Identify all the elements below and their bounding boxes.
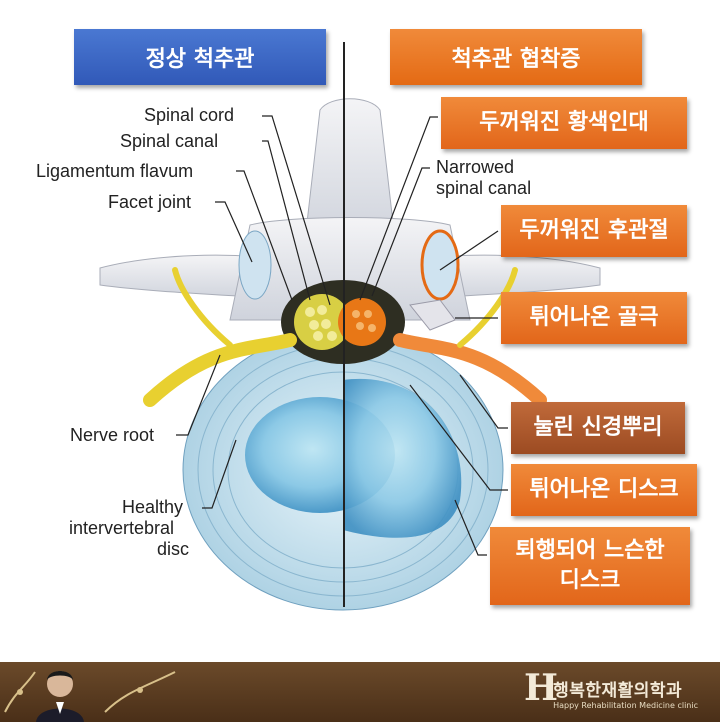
spinal-canal-label: Spinal canal: [120, 131, 219, 151]
spinous-process: [304, 98, 396, 241]
herniated-disc-label: 튀어나온 디스크: [511, 464, 697, 516]
clinic-subtitle: Happy Rehabilitation Medicine clinic: [553, 701, 698, 710]
narrowed-canal-label-1: Narrowed: [436, 157, 515, 177]
facet-joint-right: [420, 229, 460, 301]
stenosis-header: 척추관 협착증: [390, 29, 642, 85]
healthy-disc-label-2: intervertebral: [69, 518, 175, 538]
thick-facet-label: 두꺼워진 후관절: [501, 205, 687, 257]
healthy-disc-label-3: disc: [157, 539, 190, 559]
degenerated-disc-label-2: 디스크: [559, 568, 621, 593]
compressed-nerve-label: 눌린 신경뿌리: [511, 402, 685, 454]
facet-joint-left: [238, 230, 272, 300]
ligamentum-flavum-label: Ligamentum flavum: [36, 161, 194, 181]
clinic-logo: 행복한재활의학과 Happy Rehabilitation Medicine c…: [553, 676, 698, 710]
degenerated-disc-label-1: 퇴행되어 느슨한: [515, 538, 665, 563]
facet-joint-label: Facet joint: [108, 192, 192, 212]
nerve-root-left: [143, 333, 297, 407]
spinal-cord-right-compressed: [338, 298, 386, 346]
nerve-root-left-branch: [172, 267, 233, 348]
nerve-root-right-branch: [457, 267, 518, 348]
doctor-avatar: [36, 671, 84, 722]
clinic-name: 행복한재활의학과: [553, 681, 683, 701]
floral-ornament-right: [104, 671, 176, 713]
clinic-logo-mark: H: [524, 667, 559, 709]
degenerated-disc-label: 퇴행되어 느슨한 디스크: [490, 527, 690, 605]
nucleus-right-herniated: [343, 378, 462, 538]
normal-canal-header: 정상 척추관: [74, 29, 326, 85]
bone-spur-label: 튀어나온 골극: [501, 292, 687, 344]
nerve-root-label: Nerve root: [70, 425, 155, 445]
bone-spur: [409, 299, 456, 331]
narrowed-canal-label-2: spinal canal: [436, 178, 532, 198]
healthy-disc-label-1: Healthy: [122, 497, 184, 517]
nerve-root-right: [393, 333, 547, 407]
spinal-cord-label: Spinal cord: [144, 105, 235, 125]
thick-ligament-label: 두꺼워진 황색인대: [441, 97, 687, 149]
footer-banner: [0, 662, 720, 722]
floral-ornament-left: [4, 671, 36, 713]
comparison-divider: [343, 42, 345, 607]
